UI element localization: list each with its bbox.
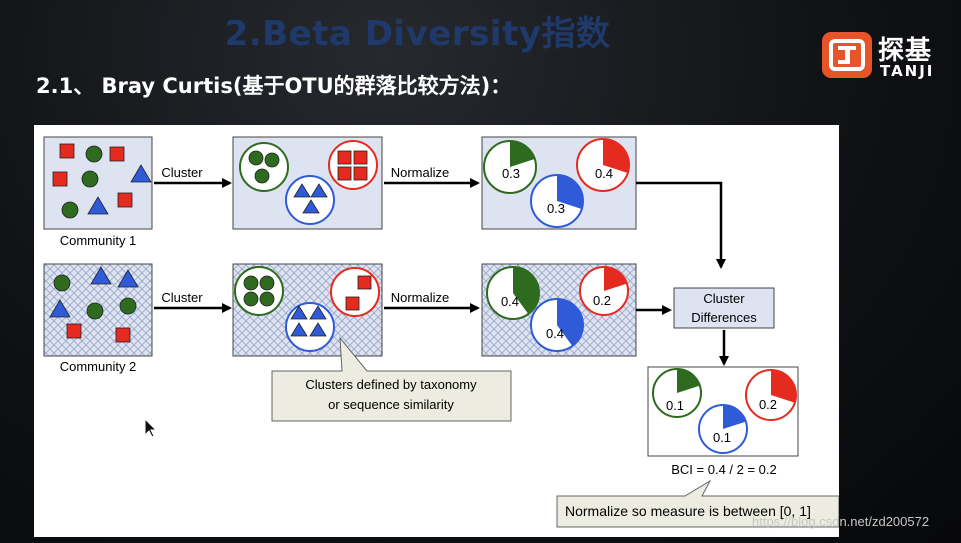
community-2-label: Community 2 [60,359,137,374]
c1-red-value: 0.4 [595,166,613,181]
clustered-box-1 [232,136,383,230]
cluster-differences-box [673,287,775,329]
logo-mark-icon [822,32,872,78]
community-1-label: Community 1 [60,233,137,248]
row1-to-differences-arrow [636,181,726,269]
watermark: https://blog.csdn.net/zd200572 [752,514,930,529]
logo-text-cn: 探基 [878,36,933,66]
clusters-callout [271,336,512,422]
slide-subtitle: 2.1、 Bray Curtis(基于OTU的群落比较方法)： [36,74,512,98]
c1-blue-value: 0.3 [547,201,565,216]
cluster-label-1: Cluster [161,165,203,180]
normalize-label-1: Normalize [391,165,450,180]
cluster-differences-line1: Cluster [703,291,745,306]
difference-result-box [647,366,799,457]
brand-logo: 探基 TANJI [822,30,954,82]
cluster-differences-line2: Differences [691,310,757,325]
normalize-callout [556,479,839,528]
c2-green-value: 0.4 [501,294,519,309]
diagram-panel: Community 1 Cluster Normalize 0.3 0.4 0.… [34,125,839,537]
community-1-box [43,136,153,230]
clusters-callout-line1: Clusters defined by taxonomy [305,377,477,392]
slide-title: 2.Beta Diversity指数 [224,14,611,54]
normalized-box-1 [481,136,637,230]
diff-red-value: 0.2 [759,397,777,412]
mouse-cursor-icon [136,407,160,442]
diff-green-value: 0.1 [666,398,684,413]
normalized-box-2 [481,263,637,357]
c2-red-value: 0.2 [593,293,611,308]
c1-green-value: 0.3 [502,166,520,181]
logo-text-en: TANJI [880,62,935,80]
clustered-box-2 [232,263,383,357]
diff-blue-value: 0.1 [713,430,731,445]
bci-formula: BCI = 0.4 / 2 = 0.2 [671,462,777,477]
community-2-box [43,263,153,357]
cluster-label-2: Cluster [161,290,203,305]
clusters-callout-line2: or sequence similarity [328,397,454,412]
normalize-label-2: Normalize [391,290,450,305]
c2-blue-value: 0.4 [546,326,564,341]
normalize-callout-text: Normalize so measure is between [0, 1] [565,503,811,519]
